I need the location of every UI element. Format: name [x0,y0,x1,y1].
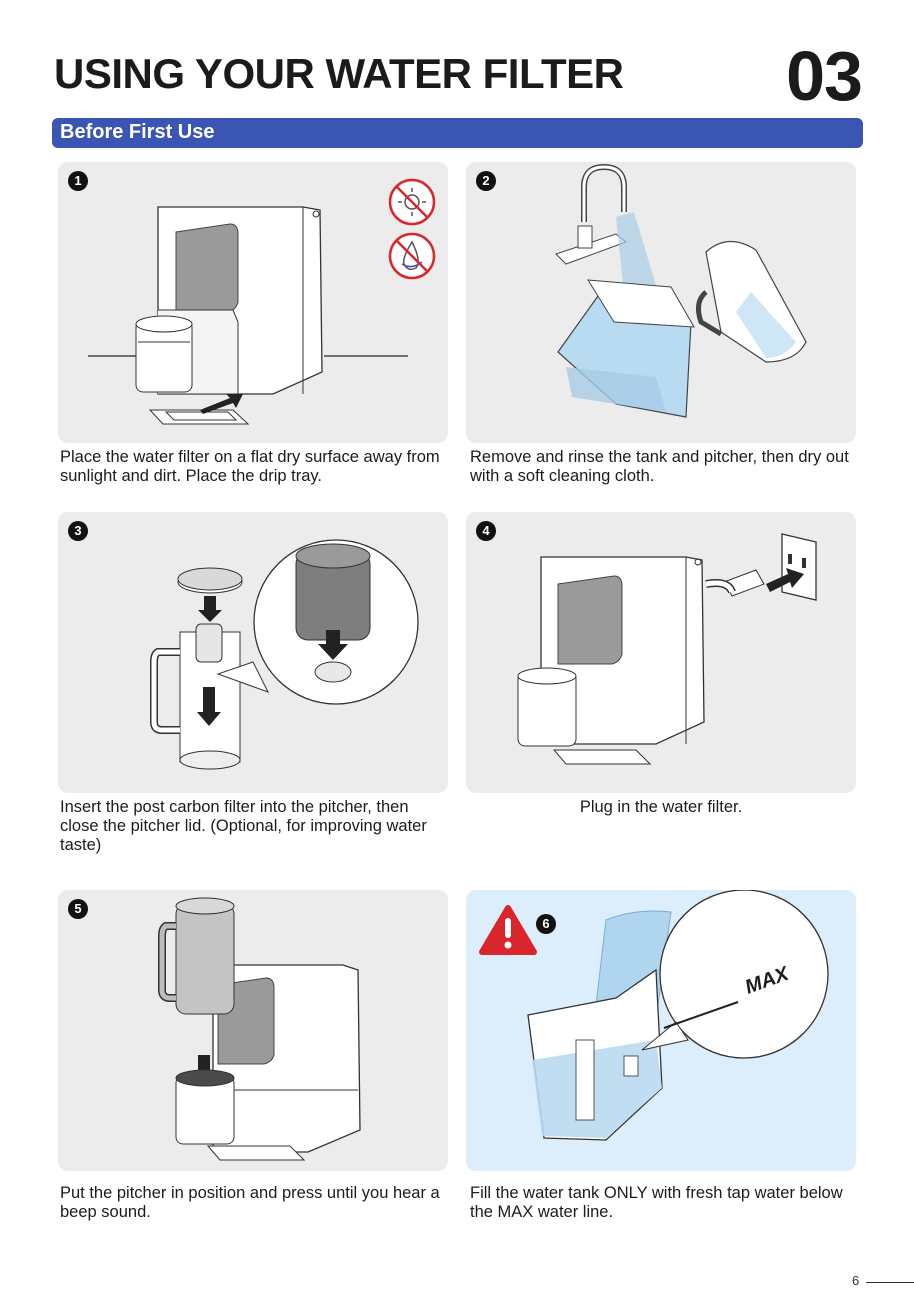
step-4-illustration [517,533,817,765]
step-3-caption: Insert the post carbon filter into the p… [60,798,427,854]
exclamation-warning-icon [479,905,537,955]
step-5-illustration [158,897,361,1161]
outlet-icon [781,533,817,601]
page-number-rule [866,1282,914,1283]
step-1-number: 1 [68,171,88,191]
step-2-illustration [555,163,807,418]
step-3-illustration [150,539,419,770]
step-1-caption: Place the water filter on a flat dry sur… [60,448,440,485]
step-6-caption: Fill the water tank ONLY with fresh tap … [470,1184,843,1221]
step-4-caption: Plug in the water filter. [579,798,743,816]
step-1-panel: 1 [58,162,448,443]
page-title: USING YOUR WATER FILTER [54,50,624,97]
arrow-icon [766,568,804,592]
step-4-number: 4 [476,521,496,541]
no-sunlight-icon [388,178,436,226]
chapter-number: 03 [786,37,863,115]
step-5-caption: Put the pitcher in position and press un… [60,1184,440,1221]
step-6-number: 6 [536,914,556,934]
page-number: 6 [852,1273,860,1288]
faucet-icon [555,163,628,265]
step-5-panel: 5 [58,890,448,1171]
step-2-caption: Remove and rinse the tank and pitcher, t… [470,448,849,485]
step-5-number: 5 [68,899,88,919]
no-water-splash-icon [388,232,436,280]
step-2-number: 2 [476,171,496,191]
step-2-panel: 2 [466,162,856,443]
plug-icon [705,569,765,597]
step-1-illustration [88,178,436,425]
step-4-panel: 4 [466,512,856,793]
step-6-illustration: MAX [479,890,829,1141]
step-6-panel: MAX 6 [466,890,856,1171]
step-3-panel: 3 [58,512,448,793]
step-3-number: 3 [68,521,88,541]
section-bar: Before First Use [52,118,863,148]
section-title: Before First Use [60,121,215,143]
